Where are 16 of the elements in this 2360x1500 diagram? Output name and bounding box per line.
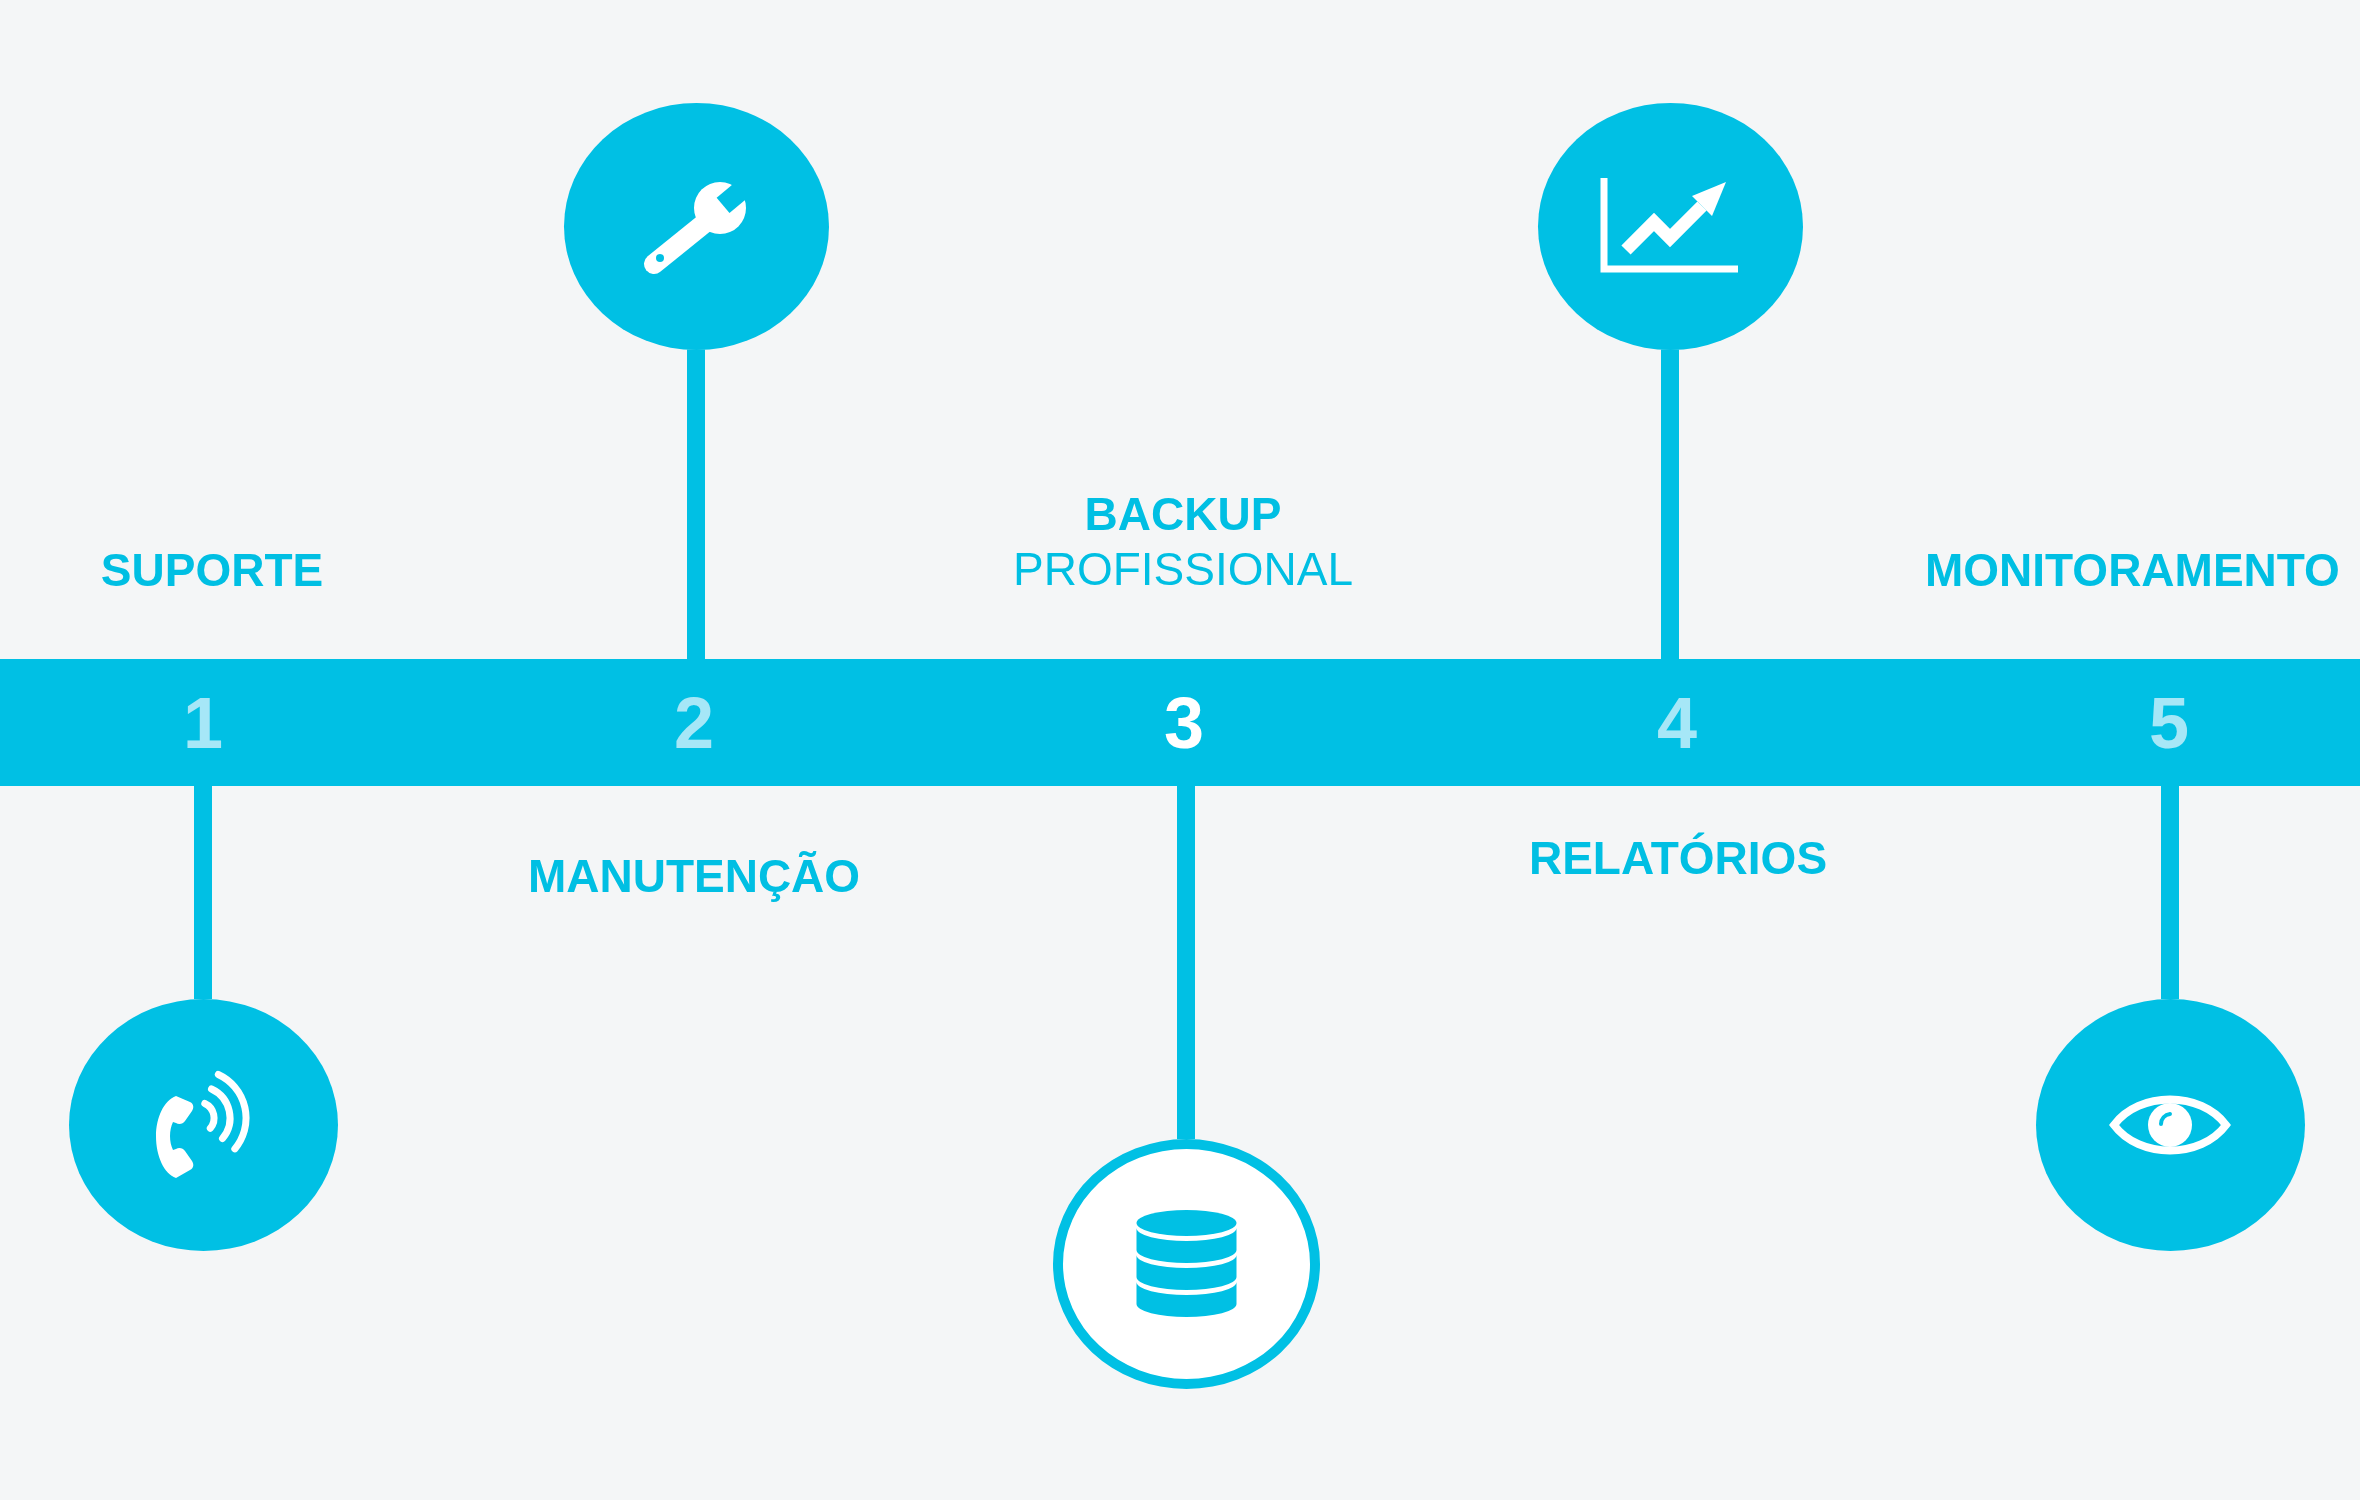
connector-line [687, 349, 705, 659]
connector-line [1661, 349, 1679, 659]
step-title: RELATÓRIOS [1528, 830, 1828, 886]
step-number: 2 [674, 682, 714, 763]
step-title: MONITORAMENTO [1925, 542, 2340, 598]
connector-line [194, 786, 212, 999]
connector-line [1177, 786, 1195, 1139]
step-number: 4 [1657, 682, 1697, 763]
step-number: 5 [2149, 682, 2189, 763]
timeline-band [0, 659, 2360, 786]
step-title: MANUTENÇÃO [527, 848, 861, 904]
step-number: 1 [183, 682, 223, 763]
step-number: 3 [1164, 682, 1204, 763]
step-title: BACKUP PROFISSIONAL [1013, 487, 1353, 597]
step-title: SUPORTE [100, 542, 324, 598]
connector-line [2161, 786, 2179, 999]
